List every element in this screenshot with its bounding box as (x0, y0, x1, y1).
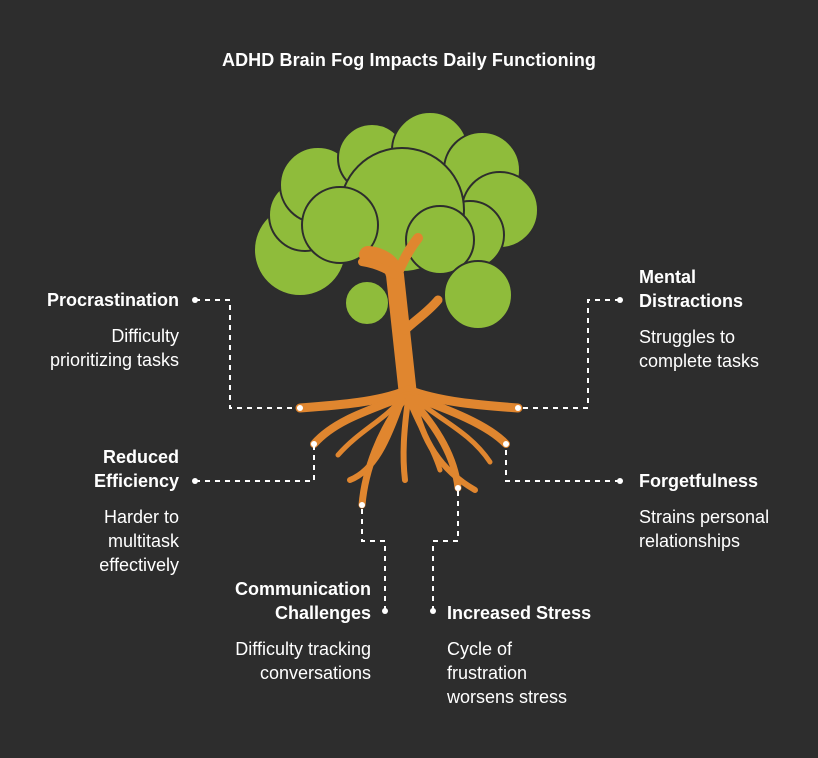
item-description: Struggles to complete tasks (639, 327, 760, 371)
connector-increased-stress (432, 488, 459, 611)
tree-trunk (358, 233, 443, 404)
item-communication-challenges: Communication Challenges Difficulty trac… (235, 577, 371, 685)
connector-reduced-efficiency (195, 444, 315, 482)
item-title: Mental Distractions (639, 267, 744, 311)
item-description: Strains personal relationships (639, 507, 770, 551)
connector-dots (192, 297, 623, 614)
diagram-title: ADHD Brain Fog Impacts Daily Functioning (221, 50, 597, 70)
connector-mental-distractions (518, 299, 620, 409)
item-description: Cycle of frustration worsens stress (447, 639, 568, 707)
item-forgetfulness: Forgetfulness Strains personal relations… (639, 469, 769, 553)
tree-roots (295, 385, 523, 509)
item-description: Difficulty tracking conversations (235, 639, 371, 683)
item-procrastination: Procrastination Difficulty prioritizing … (47, 288, 179, 372)
item-title: Forgetfulness (639, 471, 759, 491)
connector-communication-challenges (361, 505, 386, 611)
item-title: Procrastination (46, 290, 179, 310)
item-description: Difficulty prioritizing tasks (49, 326, 179, 370)
connector-procrastination (195, 299, 300, 409)
item-title: Increased Stress (447, 603, 592, 623)
item-increased-stress: Increased Stress Cycle of frustration wo… (447, 601, 591, 709)
item-description: Harder to multitask effectively (99, 507, 179, 575)
item-title: Reduced Efficiency (93, 447, 179, 491)
tree-foliage (253, 111, 539, 330)
item-reduced-efficiency: Reduced Efficiency Harder to multitask e… (94, 445, 179, 577)
item-mental-distractions: Mental Distractions Struggles to complet… (639, 265, 759, 373)
item-title: Communication Challenges (234, 579, 371, 623)
connectors (195, 299, 620, 611)
connector-forgetfulness (505, 444, 620, 482)
